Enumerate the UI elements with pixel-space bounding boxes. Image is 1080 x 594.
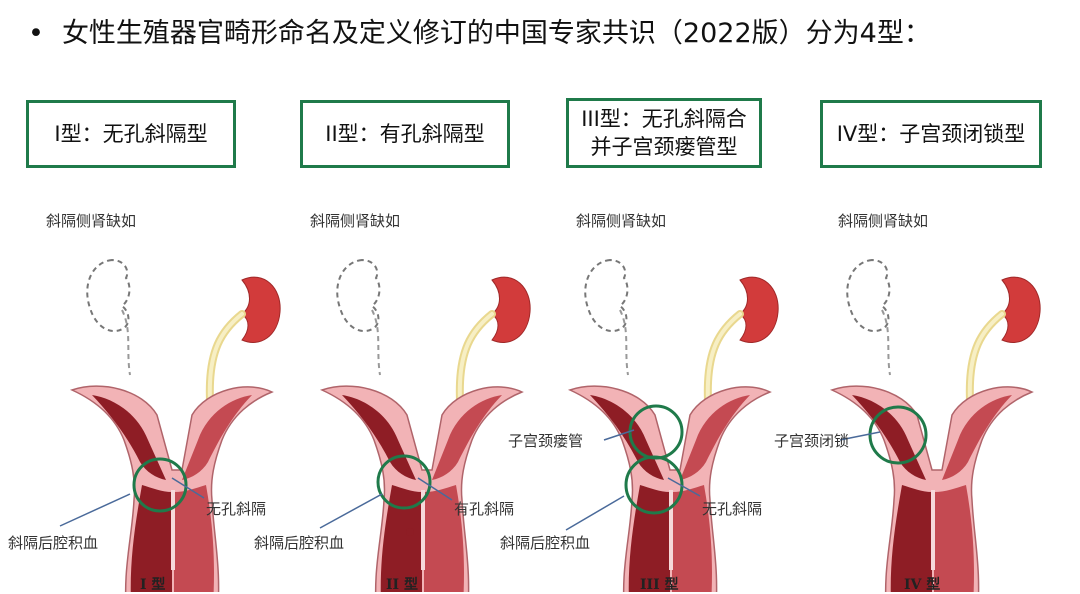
type-2-cavity-label: 斜隔后腔积血 (254, 534, 345, 552)
type-1-box: I型：无孔斜隔型 (26, 100, 236, 168)
type-1-anatomy (72, 260, 280, 592)
heading-text: 女性生殖器官畸形命名及定义修订的中国专家共识（2022版）分为4型： (61, 18, 931, 49)
type-2-kidney-label: 斜隔侧肾缺如 (310, 212, 401, 230)
type-2-septum-label: 有孔斜隔 (454, 500, 515, 518)
type-2-box: II型：有孔斜隔型 (300, 100, 510, 168)
type-3-box: III型：无孔斜隔合 并子宫颈瘘管型 (566, 98, 762, 168)
type-4-atresia-circle (868, 405, 928, 465)
type-1-cavity-label: 斜隔后腔积血 (8, 534, 99, 552)
type-3-title-line2: 并子宫颈瘘管型 (590, 135, 738, 159)
type-3-septum-circle (624, 455, 684, 515)
type-4-bottom-label: IV 型 (904, 577, 941, 593)
type-3-cavity-label: 斜隔后腔积血 (500, 534, 591, 552)
type-2-title: II型：有孔斜隔型 (325, 122, 485, 146)
type-1-bottom-label: I 型 (140, 577, 166, 593)
type-3-septum-label: 无孔斜隔 (702, 500, 763, 518)
type-4-title: IV型：子宫颈闭锁型 (836, 122, 1026, 146)
type-3-fistula-label: 子宫颈瘘管 (508, 432, 584, 450)
type-2-anatomy (322, 260, 530, 592)
type-3-anatomy (570, 260, 778, 592)
type-3-title-line1: III型：无孔斜隔合 (581, 107, 747, 131)
type-2-septum-circle (376, 454, 432, 510)
type-4-kidney-label: 斜隔侧肾缺如 (838, 212, 929, 230)
bullet: • (28, 18, 44, 49)
type-1-kidney-label: 斜隔侧肾缺如 (46, 212, 137, 230)
type-1-septum-label: 无孔斜隔 (206, 500, 267, 518)
type-4-box: IV型：子宫颈闭锁型 (820, 100, 1042, 168)
type-3-bottom-label: III 型 (640, 577, 679, 593)
type-4-anatomy (832, 260, 1040, 592)
type-4-atresia-label: 子宫颈闭锁 (774, 432, 850, 450)
type-2-bottom-label: II 型 (386, 577, 418, 593)
leader-lines (59, 429, 881, 531)
type-1-septum-circle (132, 457, 188, 513)
type-1-title: I型：无孔斜隔型 (54, 122, 208, 146)
page-heading: • 女性生殖器官畸形命名及定义修订的中国专家共识（2022版）分为4型： (28, 14, 931, 54)
type-3-kidney-label: 斜隔侧肾缺如 (576, 212, 667, 230)
type-2-blood-drop (406, 528, 414, 536)
